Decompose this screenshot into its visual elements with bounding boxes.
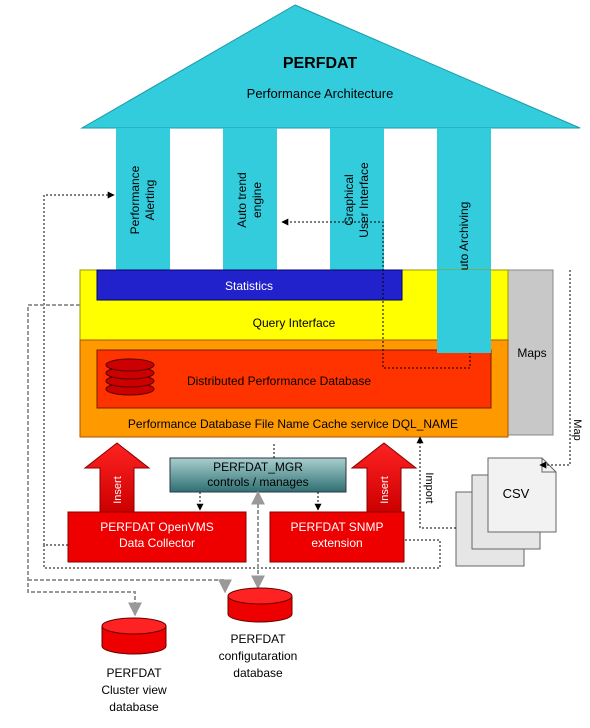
file-name-cache-label: Performance Database File Name Cache ser… — [128, 417, 458, 431]
config-db-label-2: configutaration — [219, 649, 298, 663]
pillar-trend — [223, 128, 277, 270]
snmp-collector-box — [269, 511, 405, 563]
import-link — [416, 436, 456, 529]
map-link — [539, 270, 571, 469]
alerting-feedback-link — [43, 191, 115, 546]
pillar-alerting-label-1: Performance — [128, 165, 142, 234]
pillar-gui-label-2: User Interface — [357, 162, 371, 238]
manager-box — [169, 457, 347, 493]
openvms-collector-box — [67, 511, 247, 563]
roof-title: PERFDAT — [283, 55, 358, 72]
statistics-label: Statistics — [225, 279, 273, 293]
insert-left-label: Insert — [112, 476, 124, 504]
database-stack-icon — [105, 358, 155, 396]
pillar-archiving-overlay — [437, 270, 491, 353]
maps-box — [507, 269, 554, 436]
openvms-label-2: Data Collector — [119, 536, 195, 550]
cluster-db-label-1: PERFDAT — [106, 666, 162, 680]
insert-right-label: Insert — [379, 476, 391, 504]
config-to-cluster-link — [28, 579, 232, 594]
import-label: Import — [423, 472, 435, 503]
map-label: Map — [571, 419, 583, 440]
manager-label-1: PERFDAT_MGR — [213, 460, 303, 474]
roof-subtitle: Performance Architecture — [247, 86, 394, 101]
query-interface-label: Query Interface — [253, 316, 336, 330]
pillar-trend-label-1: Auto trend — [235, 172, 249, 227]
pillar-alerting — [116, 128, 170, 270]
distributed-db-label: Distributed Performance Database — [187, 374, 371, 388]
csv-documents — [455, 457, 557, 567]
statistics-bar-edge — [96, 269, 403, 301]
config-db-label-1: PERFDAT — [230, 632, 286, 646]
config-db-label-3: database — [233, 666, 283, 680]
statistics-bar — [96, 269, 403, 301]
insert-arrow-right — [350, 442, 418, 513]
pillar-archiving-label: Auto Archiving — [457, 202, 471, 279]
cluster-db-label-3: database — [109, 700, 159, 714]
pillar-trend-label-2: engine — [250, 182, 264, 218]
query-to-cluster-link — [27, 304, 142, 617]
cluster-db-label-2: Cluster view — [101, 683, 167, 697]
maps-label: Maps — [517, 346, 546, 360]
manager-label-2: controls / manages — [207, 475, 308, 489]
snmp-label-1: PERFDAT SNMP — [291, 520, 384, 534]
config-database-icon — [227, 587, 293, 623]
cluster-database-icon — [101, 617, 167, 655]
pillar-alerting-label-2: Alerting — [143, 180, 157, 221]
distributed-db-box — [96, 349, 492, 409]
pillar-gui-label-1: Graphical — [342, 174, 356, 225]
snmp-label-2: extension — [311, 536, 362, 550]
openvms-label-1: PERFDAT OpenVMS — [100, 520, 214, 534]
pillar-gui — [330, 128, 384, 270]
csv-label: CSV — [503, 486, 530, 501]
insert-arrow-left — [83, 442, 151, 513]
